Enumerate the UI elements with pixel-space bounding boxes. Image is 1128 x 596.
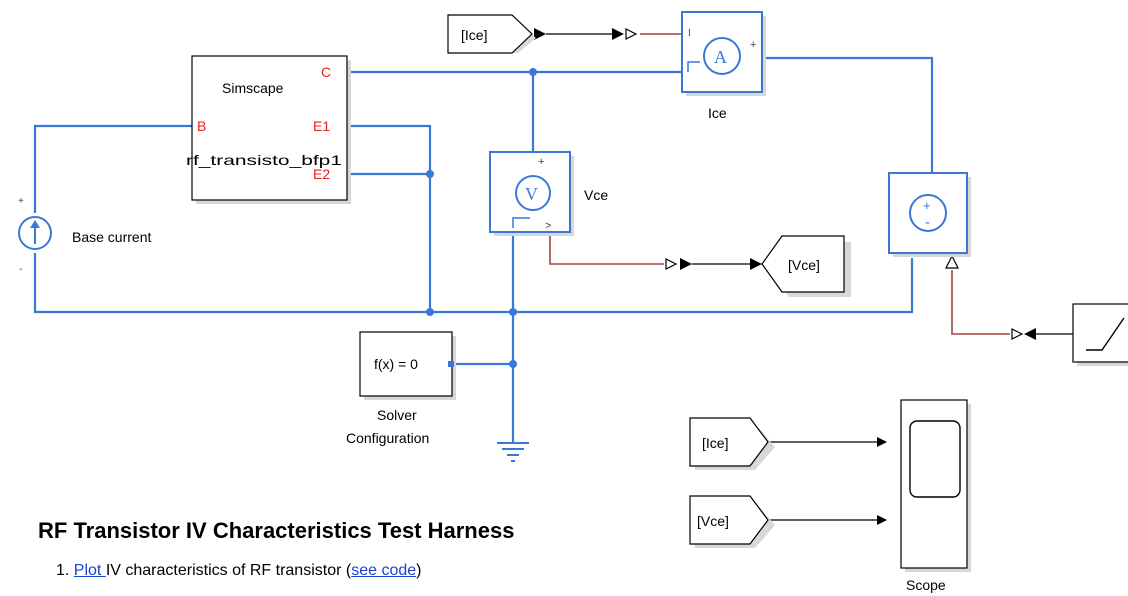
port-label-e1: E1 xyxy=(313,118,330,134)
controlled-voltage-source-block[interactable]: + - xyxy=(888,172,971,257)
junction-dot xyxy=(426,308,434,316)
ps-wire-vce[interactable] xyxy=(549,230,664,265)
note-number: 1. xyxy=(56,562,70,579)
voltmeter-symbol: V xyxy=(525,184,538,204)
svg-text:-: - xyxy=(19,264,22,275)
solver-configuration-block[interactable]: f(x) = 0 Solver Configuration xyxy=(346,331,456,446)
svg-text:I: I xyxy=(688,28,691,39)
simscape-param: rf_transisto_bfp1 xyxy=(186,152,342,168)
base-current-block[interactable]: + - Base current xyxy=(18,196,151,275)
from-vce-block[interactable]: [Vce] xyxy=(689,495,775,548)
source-plus: + xyxy=(923,198,931,213)
svg-text:>: > xyxy=(545,220,551,232)
wire-base[interactable] xyxy=(33,124,192,213)
note-item: 1. Plot IV characteristics of RF transis… xyxy=(56,562,421,580)
scope-icon xyxy=(909,420,961,498)
see-code-link[interactable]: see code xyxy=(351,562,417,579)
goto-vce-text: [Vce] xyxy=(788,257,820,273)
wire-ammeter-to-source[interactable] xyxy=(762,56,934,173)
junction-dot xyxy=(509,360,517,368)
simscape-title: Simscape xyxy=(222,80,284,96)
port-label-b: B xyxy=(197,118,206,134)
port-label-e2: E2 xyxy=(313,166,330,182)
ps-wire-ramp[interactable] xyxy=(951,270,1010,335)
from-ice-text: [Ice] xyxy=(702,435,728,451)
voltmeter-icon xyxy=(515,175,551,211)
goto-ice-text: [Ice] xyxy=(461,27,487,43)
model-notes: 1. Plot IV characteristics of RF transis… xyxy=(56,562,421,580)
junction-dot xyxy=(529,68,537,76)
plot-link[interactable]: Plot xyxy=(73,562,106,579)
signal-wires xyxy=(534,28,1073,525)
voltage-source-icon xyxy=(909,194,947,232)
goto-vce-block[interactable]: [Vce] xyxy=(761,235,851,297)
port-label-c: C xyxy=(321,64,331,80)
wire-bottom-bus[interactable] xyxy=(33,253,914,314)
junction-dot xyxy=(509,308,517,316)
svg-text:+: + xyxy=(18,196,24,207)
model-title: RF Transistor IV Characteristics Test Ha… xyxy=(38,518,515,543)
arrow-head xyxy=(612,28,624,40)
solver-label-line2: Configuration xyxy=(346,430,429,446)
arrow-head xyxy=(750,258,762,270)
goto-ice-block[interactable]: [Ice] xyxy=(447,14,536,54)
from-ice-block[interactable]: [Ice] xyxy=(689,417,775,470)
ps-converter-arrow xyxy=(625,28,638,40)
arrow-head xyxy=(1024,328,1036,340)
base-current-label: Base current xyxy=(72,229,151,245)
ps-converter-arrow xyxy=(665,258,678,270)
solver-text: f(x) = 0 xyxy=(374,356,418,372)
ammeter-symbol: A xyxy=(714,47,727,67)
arrow-head xyxy=(534,28,546,40)
scope-block[interactable]: Scope xyxy=(900,399,971,593)
ps-converter-arrow xyxy=(1011,328,1024,340)
from-vce-text: [Vce] xyxy=(697,513,729,529)
simscape-transistor-block[interactable]: Simscape rf_transisto_bfp1 C B E1 E2 xyxy=(186,55,351,204)
ramp-block[interactable] xyxy=(1072,303,1128,366)
junction-dot xyxy=(426,170,434,178)
note-text: IV characteristics of RF transistor ( xyxy=(105,562,352,579)
ice-current-sensor-block[interactable]: A + I Ice xyxy=(681,11,766,121)
wire-e1[interactable] xyxy=(347,124,432,312)
ice-sensor-label: Ice xyxy=(708,105,727,121)
svg-text:+: + xyxy=(750,39,756,51)
vce-voltage-sensor-block[interactable]: V + > Vce xyxy=(489,151,608,236)
arrow-head xyxy=(680,258,692,270)
ammeter-icon xyxy=(703,37,741,75)
scope-label: Scope xyxy=(906,577,946,593)
svg-text:+: + xyxy=(538,156,544,168)
note-end: ) xyxy=(416,562,422,579)
physical-wires xyxy=(33,56,934,443)
ramp-icon xyxy=(1086,317,1125,351)
ps-input-arrow xyxy=(945,254,959,269)
source-minus: - xyxy=(925,214,930,231)
ground-block[interactable] xyxy=(497,442,529,462)
vce-sensor-label: Vce xyxy=(584,187,608,203)
solver-label-line1: Solver xyxy=(377,407,417,423)
